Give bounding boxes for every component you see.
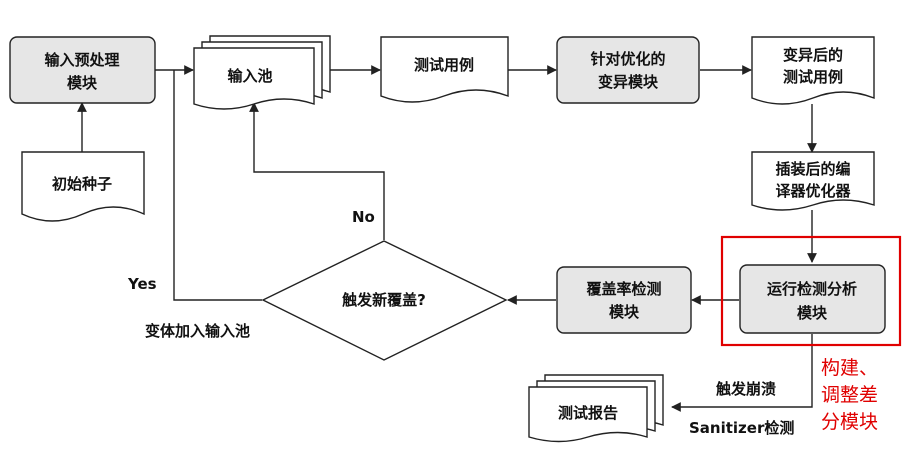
preprocess-module: 输入预处理 模块 — [9, 36, 156, 104]
svg-text:测试用例: 测试用例 — [783, 68, 843, 86]
svg-text:测试用例: 测试用例 — [414, 56, 474, 74]
label-sanitizer: Sanitizer检测 — [689, 419, 794, 437]
svg-text:模块: 模块 — [609, 303, 640, 321]
testcase-document: 测试用例 — [380, 36, 509, 103]
preprocess-line1: 输入预处理 — [44, 51, 119, 69]
annotation-line3: 分模块 — [821, 411, 878, 433]
svg-text:插装后的编: 插装后的编 — [775, 160, 850, 178]
label-yes: Yes — [127, 275, 157, 293]
annotation-line2: 调整差 — [821, 384, 878, 406]
svg-text:初始种子: 初始种子 — [52, 175, 112, 193]
annotation-line1: 构建、 — [821, 357, 878, 379]
input-pool: 输入池 — [193, 35, 331, 110]
arrow-decision-no-to-pool — [249, 102, 385, 240]
svg-text:译器优化器: 译器优化器 — [775, 182, 851, 200]
test-report: 测试报告 — [528, 374, 664, 443]
runtime-analysis-module: 运行检测分析 模块 — [739, 264, 886, 334]
highlight-frame — [720, 235, 902, 347]
label-add-to-pool: 变体加入输入池 — [145, 322, 250, 340]
svg-text:覆盖率检测: 覆盖率检测 — [586, 280, 661, 298]
line-decision-yes-to-pool — [173, 70, 262, 301]
label-no: No — [352, 208, 375, 226]
mutated-testcase-document: 变异后的 测试用例 — [751, 36, 875, 105]
compiler-document: 插装后的编 译器优化器 — [751, 151, 875, 211]
svg-text:变异模块: 变异模块 — [598, 73, 659, 91]
new-coverage-decision: 触发新覆盖? — [261, 240, 508, 361]
svg-text:运行检测分析: 运行检测分析 — [767, 280, 857, 298]
connectors — [77, 65, 817, 412]
mutation-module: 针对优化的 变异模块 — [556, 36, 700, 104]
svg-text:输入池: 输入池 — [227, 67, 272, 85]
arrow-runtime-to-report — [671, 334, 813, 412]
svg-text:针对优化的: 针对优化的 — [590, 50, 665, 68]
svg-text:变异后的: 变异后的 — [783, 46, 843, 64]
svg-text:测试报告: 测试报告 — [558, 404, 618, 422]
coverage-module: 覆盖率检测 模块 — [556, 266, 692, 334]
preprocess-line2: 模块 — [67, 74, 98, 92]
seed-document: 初始种子 — [21, 151, 145, 222]
svg-text:模块: 模块 — [797, 304, 828, 322]
label-crash: 触发崩溃 — [716, 380, 776, 398]
svg-text:触发新覆盖?: 触发新覆盖? — [342, 291, 426, 309]
